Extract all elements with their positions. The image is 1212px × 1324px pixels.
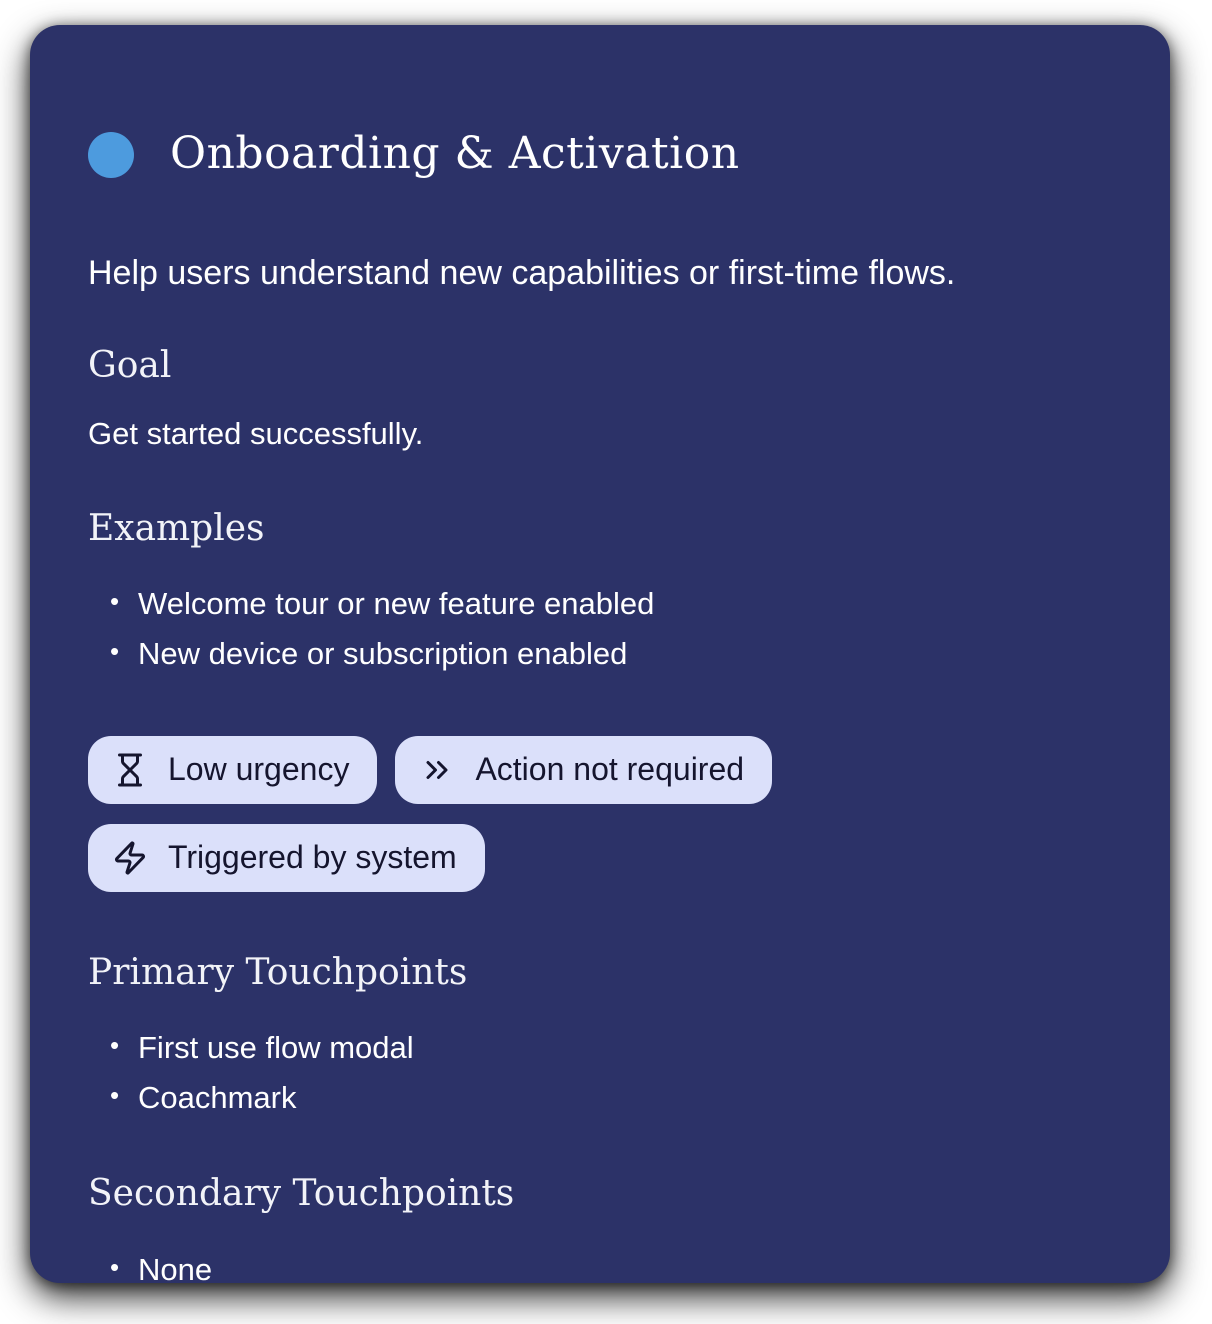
secondary-touchpoints-list: None xyxy=(88,1245,1112,1295)
badge-action-not-required: Action not required xyxy=(395,735,773,804)
badge-triggered-by-system: Triggered by system xyxy=(88,823,485,892)
list-item: Coachmark xyxy=(88,1073,1112,1123)
list-item: First use flow modal xyxy=(88,1023,1112,1073)
list-item: New device or subscription enabled xyxy=(88,629,1112,679)
examples-list: Welcome tour or new feature enabled New … xyxy=(88,579,1112,679)
examples-heading: Examples xyxy=(88,507,265,549)
badge-label: Triggered by system xyxy=(168,839,457,876)
goal-heading: Goal xyxy=(88,344,172,386)
primary-touchpoints-list: First use flow modal Coachmark xyxy=(88,1023,1112,1123)
onboarding-activation-card: Onboarding & Activation Help users under… xyxy=(30,25,1170,1288)
badge-label: Action not required xyxy=(475,751,745,788)
badge-row: Low urgency Action not required Triggere… xyxy=(88,735,948,892)
goal-text: Get started successfully. xyxy=(88,415,424,451)
list-item: Welcome tour or new feature enabled xyxy=(88,579,1112,629)
list-item: None xyxy=(88,1245,1112,1295)
chevrons-right-icon xyxy=(419,752,455,788)
badge-low-urgency: Low urgency xyxy=(88,735,378,804)
hourglass-icon xyxy=(112,752,148,788)
category-color-dot xyxy=(88,131,134,178)
primary-touchpoints-heading: Primary Touchpoints xyxy=(88,951,468,993)
lightning-icon xyxy=(112,840,148,876)
secondary-touchpoints-heading: Secondary Touchpoints xyxy=(88,1173,515,1215)
card-header: Onboarding & Activation xyxy=(88,101,1112,208)
card-title: Onboarding & Activation xyxy=(170,128,740,180)
badge-label: Low urgency xyxy=(168,751,350,788)
card-description: Help users understand new capabilities o… xyxy=(88,254,956,293)
